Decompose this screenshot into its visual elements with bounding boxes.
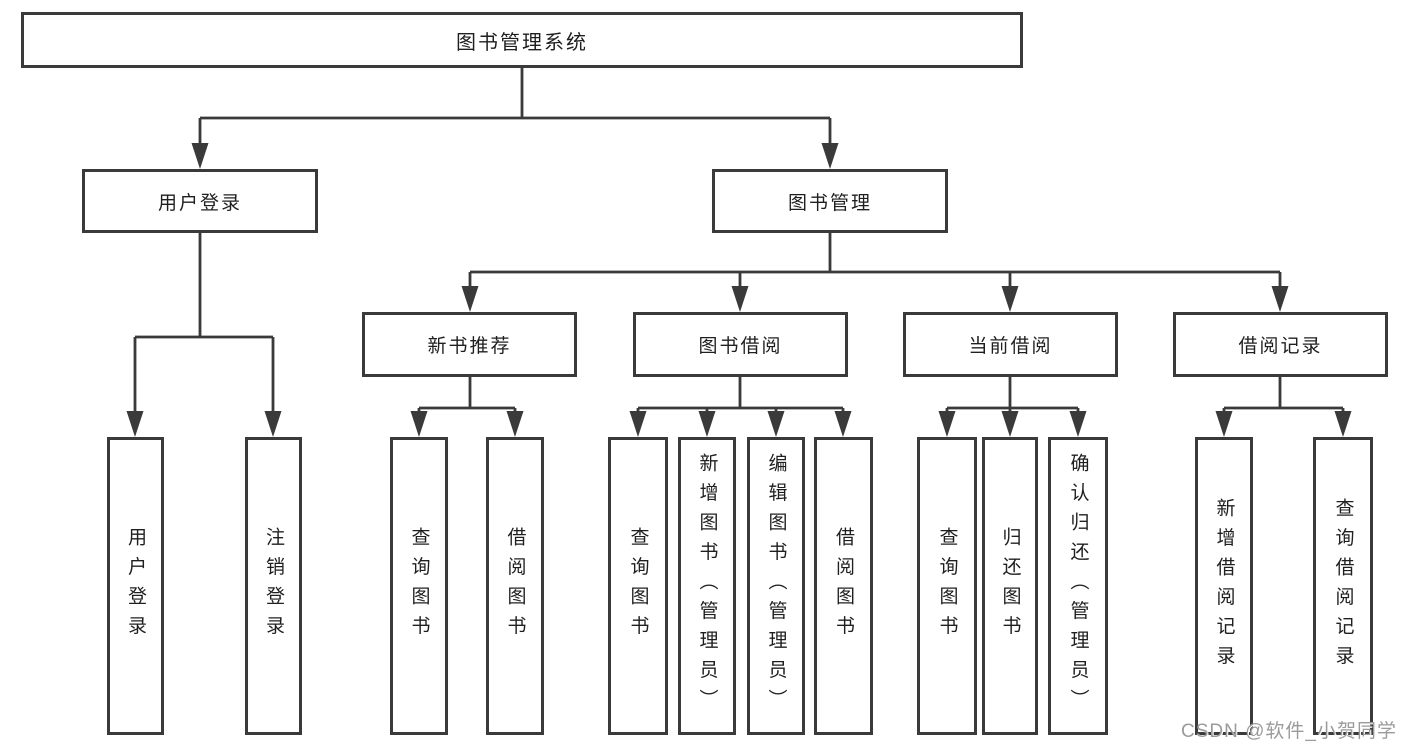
leaf-add-borrow-record: 新增借阅记录 xyxy=(1195,437,1253,735)
arrow-down-icon xyxy=(1215,411,1233,437)
node-user-login: 用户登录 xyxy=(82,169,318,233)
leaf-logout: 注销登录 xyxy=(245,437,302,735)
leaf-edit-books-admin: 编辑图书（管理员） xyxy=(747,437,805,735)
node-label: 新书推荐 xyxy=(427,336,512,357)
leaf-query-books-3: 查询图书 xyxy=(917,437,977,735)
leaf-borrow-books-2: 借阅图书 xyxy=(814,437,873,735)
arrow-down-icon xyxy=(821,143,839,169)
connector-root-to-level2 xyxy=(198,68,832,146)
leaf-query-books-1: 查询图书 xyxy=(390,437,448,735)
arrow-down-icon xyxy=(629,411,647,437)
arrow-down-icon xyxy=(461,286,479,312)
leaf-confirm-return-admin: 确认归还（管理员） xyxy=(1048,437,1108,735)
arrow-down-icon xyxy=(264,411,282,437)
leaf-query-books-2: 查询图书 xyxy=(608,437,668,735)
connector-newbookrec-to-leaves xyxy=(417,377,517,414)
node-label: 查询图书 xyxy=(408,527,430,645)
connector-bookmgmt-to-level3 xyxy=(468,233,1282,289)
node-label: 用户登录 xyxy=(157,192,242,214)
arrow-down-icon xyxy=(1271,286,1289,312)
node-label: 图书借阅 xyxy=(698,336,783,357)
leaf-return-books: 归还图书 xyxy=(982,437,1038,735)
leaf-query-borrow-record: 查询借阅记录 xyxy=(1313,437,1373,735)
arrow-down-icon xyxy=(834,411,852,437)
leaf-user-login: 用户登录 xyxy=(107,437,164,735)
node-label: 用户登录 xyxy=(125,527,146,645)
connector-borrowrecords-to-leaves xyxy=(1222,377,1345,414)
node-label: 图书管理 xyxy=(787,192,872,214)
node-label: 编辑图书（管理员） xyxy=(765,453,787,719)
node-label: 借阅图书 xyxy=(504,527,526,645)
arrow-down-icon xyxy=(506,411,524,437)
arrow-down-icon xyxy=(731,286,749,312)
node-label: 确认归还（管理员） xyxy=(1067,453,1089,719)
node-current-borrowing: 当前借阅 xyxy=(903,312,1118,377)
node-label: 借阅图书 xyxy=(833,527,854,645)
node-label: 当前借阅 xyxy=(968,336,1053,357)
arrow-down-icon xyxy=(126,411,144,437)
node-label: 注销登录 xyxy=(263,527,284,645)
arrow-down-icon xyxy=(1001,286,1019,312)
node-new-book-recommend: 新书推荐 xyxy=(362,312,577,377)
node-label: 查询图书 xyxy=(936,527,958,645)
arrow-down-icon xyxy=(1069,411,1087,437)
arrow-down-icon xyxy=(410,411,428,437)
node-borrowing-records: 借阅记录 xyxy=(1173,312,1388,377)
node-book-borrowing: 图书借阅 xyxy=(633,312,848,377)
arrow-down-icon xyxy=(698,411,716,437)
node-label: 借阅记录 xyxy=(1238,336,1323,357)
node-label: 新增借阅记录 xyxy=(1213,497,1235,675)
connector-currentborrow-to-leaves xyxy=(945,377,1080,414)
node-label: 查询图书 xyxy=(627,527,649,645)
leaf-borrow-books-1: 借阅图书 xyxy=(486,437,544,735)
connector-bookborrow-to-leaves xyxy=(636,377,845,414)
node-label: 新增图书（管理员） xyxy=(696,453,718,719)
arrowheads xyxy=(126,143,1352,437)
leaf-add-books-admin: 新增图书（管理员） xyxy=(678,437,736,735)
watermark: CSDN @软件_小贺同学 xyxy=(1181,721,1397,742)
node-root-system: 图书管理系统 xyxy=(21,12,1023,68)
arrow-down-icon xyxy=(767,411,785,437)
arrow-down-icon xyxy=(938,411,956,437)
arrow-down-icon xyxy=(1334,411,1352,437)
arrow-down-icon xyxy=(191,143,209,169)
connector-userlogin-to-leaves xyxy=(133,233,275,414)
node-label: 图书管理系统 xyxy=(456,31,588,54)
node-book-management: 图书管理 xyxy=(712,169,948,233)
node-label: 查询借阅记录 xyxy=(1332,497,1354,675)
node-label: 归还图书 xyxy=(999,527,1021,645)
arrow-down-icon xyxy=(1001,411,1019,437)
